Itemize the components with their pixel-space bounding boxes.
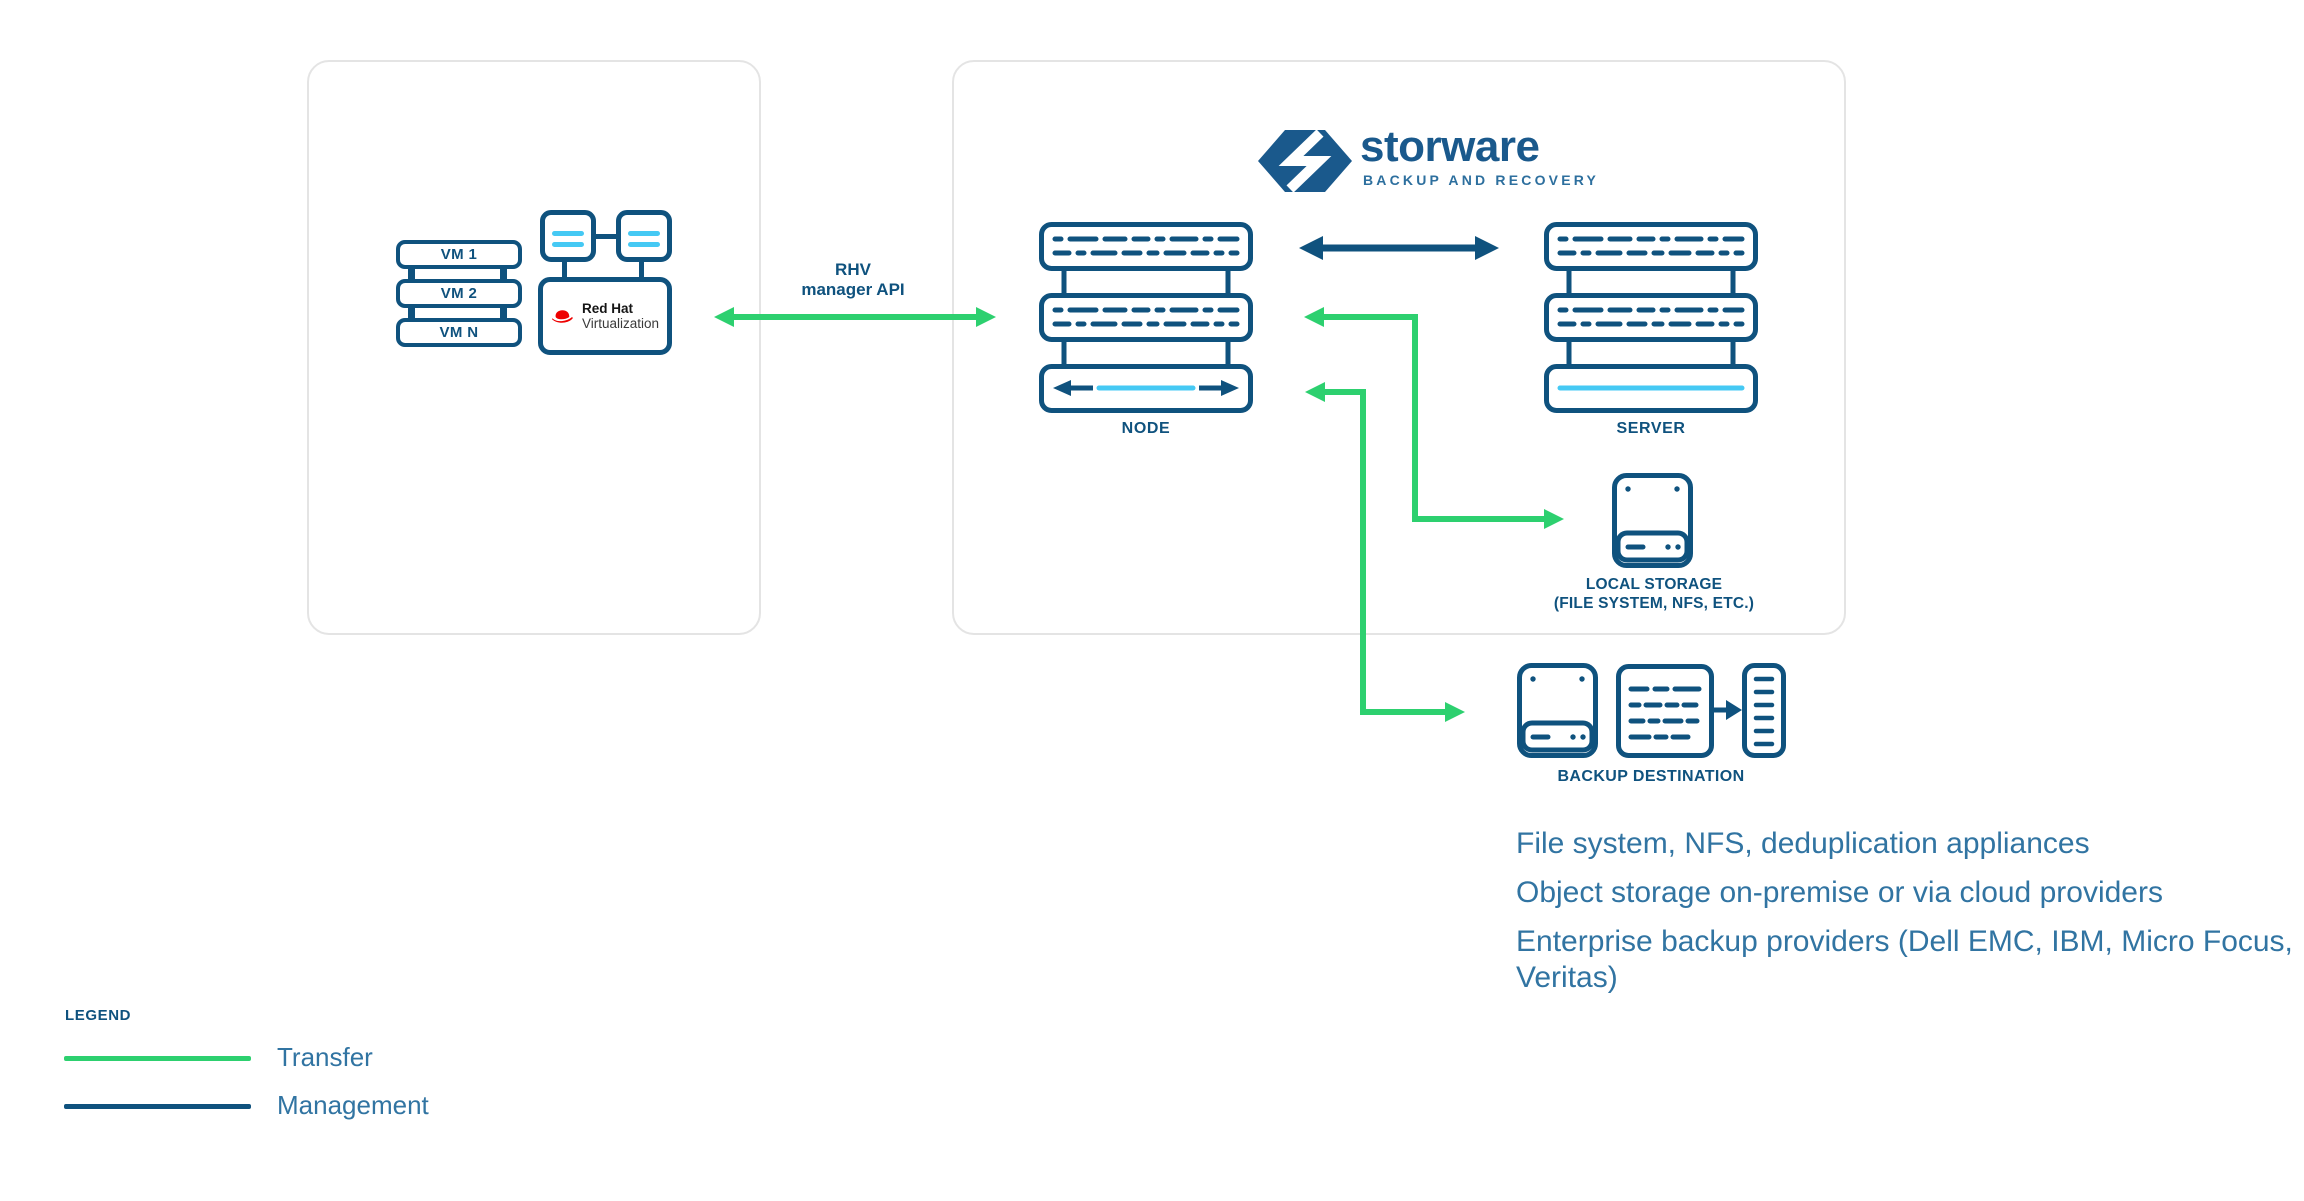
redhat-virtualization-box: Red Hat Virtualization [538,277,672,355]
tape-cartridge-icon [1742,663,1786,758]
legend-management-label: Management [277,1090,429,1120]
server-label: SERVER [1616,420,1686,437]
host-line [552,242,584,247]
host-stem [562,260,567,279]
host-line [628,231,660,236]
redhat-brand: Red Hat [581,301,633,316]
redhat-product: Virtualization [581,316,660,331]
rhv-environment-panel [307,60,761,635]
storware-environment-panel [952,60,1846,635]
management-arrow [1299,236,1499,260]
server-stack-icon [1544,222,1758,413]
host-square-icon [540,210,596,262]
backup-destination-label: BACKUP DESTINATION [1557,768,1745,785]
node-server-stack-icon [1039,222,1253,413]
vm-n-box: VM N [396,318,522,347]
red-hat-fedora-icon [551,310,573,323]
legend-title: LEGEND [65,1007,132,1024]
legend-transfer-label: Transfer [277,1042,373,1072]
host-square-icon [616,210,672,262]
deduplication-data-icon [1616,664,1714,758]
local-storage-label-line2: (FILE SYSTEM, NFS, ETC.) [1553,594,1755,612]
note-enterprise-backup: Enterprise backup providers (Dell EMC, I… [1516,925,2293,994]
transfer-arrow-rhv-api [714,307,996,327]
vm-connector [408,305,415,319]
dedup-to-tape-arrow-icon [1714,700,1742,720]
storware-tagline: BACKUP AND RECOVERY [1363,172,1600,188]
host-stem [639,260,644,279]
legend-management-line [64,1104,251,1109]
vm-1-box: VM 1 [396,240,522,269]
rhv-manager-api-label: RHV manager API [763,260,943,300]
transfer-arrow-local-storage [1304,307,1564,529]
redhat-text: Red Hat Virtualization [582,301,659,331]
rhv-label-line2: manager API [801,280,905,299]
host-line [628,242,660,247]
node-label: NODE [1121,420,1171,437]
note-object-storage: Object storage on-premise or via cloud p… [1516,876,2163,909]
vm-2-box: VM 2 [396,279,522,308]
host-link-bar [594,234,618,239]
backup-storage-icon [1517,663,1598,758]
vm-n-label: VM N [439,324,479,341]
note-file-system: File system, NFS, deduplication applianc… [1516,827,2090,860]
vm-connector [500,305,507,319]
transfer-arrow-backup-destination [1305,382,1465,722]
local-storage-icon [1612,473,1693,568]
vm-connector [500,266,507,280]
vm-connector [408,266,415,280]
host-line [552,231,584,236]
storware-logo-mark-icon [1258,130,1352,192]
storware-wordmark: storware [1360,122,1540,171]
local-storage-label: LOCAL STORAGE (FILE SYSTEM, NFS, ETC.) [1544,576,1764,613]
local-storage-label-line1: LOCAL STORAGE [1585,576,1723,593]
vm-1-label: VM 1 [440,246,478,263]
vm-2-label: VM 2 [440,285,478,302]
rhv-label-line1: RHV [835,260,871,279]
legend-transfer-line [64,1056,251,1061]
